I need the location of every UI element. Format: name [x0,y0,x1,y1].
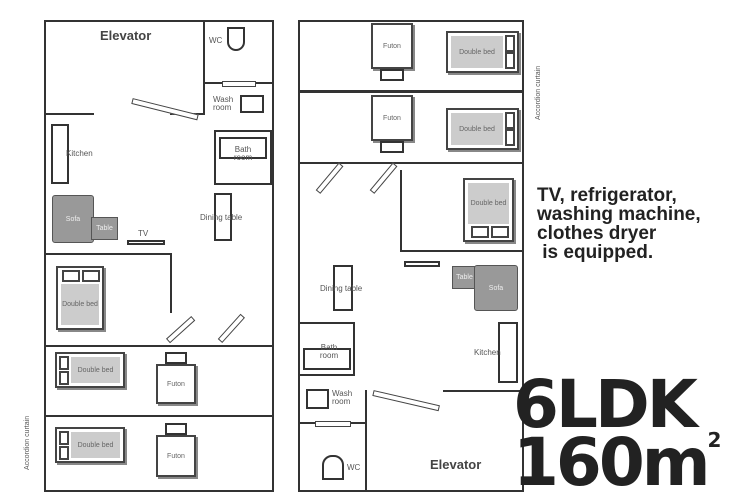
double-bed-label: Double bed [77,441,114,449]
amenities-text: TV, refrigerator, washing machine, cloth… [537,186,701,262]
futon-label: Futon [383,42,401,50]
double-bed: Double bed [463,178,514,242]
dining-table-label: Dining table [200,213,243,222]
area-unit-superscript: 2 [707,428,722,452]
door [315,421,351,427]
pillow [165,423,187,435]
kitchen-label: Kitchen [66,149,93,158]
washing-machine-icon [306,389,329,409]
toilet-icon [227,27,245,51]
elevator-label: Elevator [100,28,152,43]
sofa: Sofa [52,195,94,243]
toilet-icon [322,455,344,480]
dining-table-label: Dining table [320,284,363,293]
wash-room-label: Wash room [213,95,234,112]
double-bed-label: Double bed [459,125,495,133]
futon-label: Futon [167,452,185,460]
futon: Futon [371,23,413,69]
futon-label: Futon [167,380,185,388]
table: Table [91,217,118,240]
dining-table [214,193,232,241]
outer-wall [44,20,274,492]
dining-table [333,265,353,311]
futon: Futon [371,95,413,141]
pillow [380,69,404,81]
double-bed-label: Double bed [470,200,507,207]
amenities-line: washing machine, [537,204,701,225]
double-bed-label: Double bed [77,366,114,374]
sofa: Sofa [474,265,518,311]
double-bed-label: Double bed [62,301,98,308]
layout-type: 6LDK [513,366,698,443]
table-label: Table [96,225,113,232]
futon: Futon [156,364,196,404]
futon: Futon [156,435,196,477]
wc-label: WC [347,463,361,472]
elevator-label: Elevator [430,457,482,472]
kitchen-label: Kitchen [474,348,501,357]
double-bed-label: Double bed [459,48,495,56]
bath-room-label: Bath room [233,145,253,162]
kitchen-counter [51,124,69,184]
accordion-curtain-label: Accordion curtain [535,65,542,120]
washing-machine-icon [240,95,264,113]
pillow [380,141,404,153]
bath-room [298,322,355,376]
double-bed: Double bed [446,31,519,73]
sofa-label: Sofa [65,215,81,223]
tv-stand [404,261,440,267]
bath-room-label: Bath room [319,343,339,360]
floor-area: 160m2 [513,424,722,501]
pillow [165,352,187,364]
tv-stand [127,240,165,245]
table-label: Table [456,274,473,281]
double-bed: Double bed [56,266,104,330]
door [222,81,256,87]
amenities-line: is equipped. [537,242,654,263]
amenities-line: TV, refrigerator, [537,185,677,206]
kitchen-counter [498,322,518,383]
table: Table [452,266,477,289]
sofa-label: Sofa [488,284,504,292]
wc-label: WC [209,36,223,45]
tv-label: TV [138,229,149,238]
amenities-line: clothes dryer [537,223,657,244]
double-bed: Double bed [55,352,125,388]
wash-room-label: Wash room [332,389,353,406]
double-bed: Double bed [55,427,125,463]
futon-label: Futon [383,114,401,122]
area-value: 160m [513,424,711,501]
bath-room [214,130,272,185]
accordion-curtain-label: Accordion curtain [24,415,31,470]
double-bed: Double bed [446,108,519,150]
